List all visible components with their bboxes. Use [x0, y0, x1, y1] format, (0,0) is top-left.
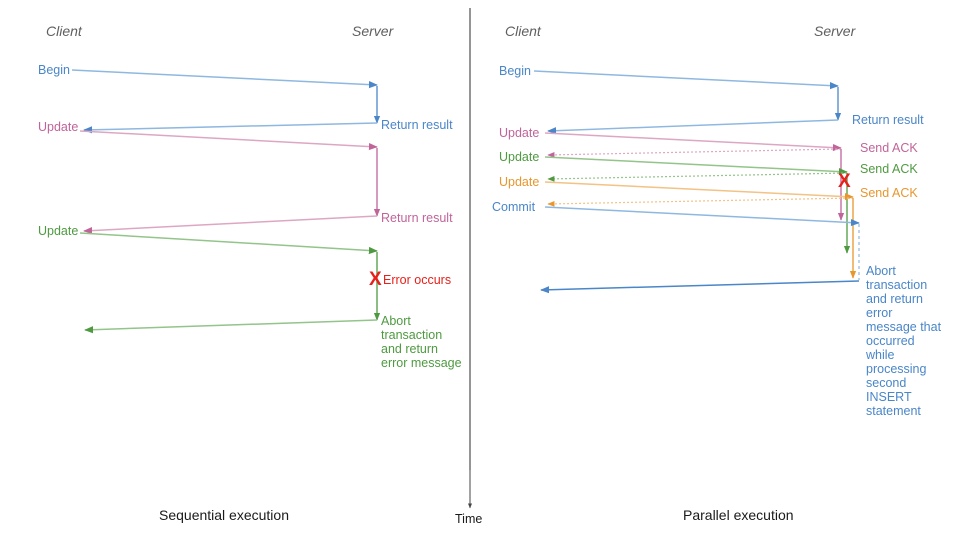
arrow-begin-request	[71, 69, 378, 89]
client-label-update-1-sequential: Update	[38, 120, 79, 134]
client-label-update-3-parallel: Update	[499, 175, 540, 189]
server-label-error-occurs-sequential: Error occurs	[383, 273, 452, 287]
client-label-update-2-parallel: Update	[499, 150, 540, 164]
server-label-send-ack-1-parallel: Send ACK	[860, 141, 918, 155]
error-x-icon-sequential: X	[369, 269, 382, 290]
arrow-update-2-request-parallel	[544, 156, 848, 176]
server-label-send-ack-3-parallel: Send ACK	[860, 186, 918, 200]
server-label-abort-parallel: Abort transaction and return error messa…	[866, 264, 942, 418]
arrow-send-ack-1-parallel	[547, 148, 842, 158]
error-x-icon-parallel: X	[838, 171, 851, 192]
server-label-return-result-parallel: Return result	[852, 113, 924, 127]
arrow-update-1-request	[79, 130, 378, 151]
server-header-parallel: Server	[814, 23, 856, 39]
client-header-parallel: Client	[505, 23, 541, 39]
arrow-return-result-1	[83, 122, 378, 134]
arrow-send-ack-2-parallel	[547, 172, 848, 182]
arrow-abort-return-left	[84, 319, 378, 334]
arrow-commit-request-parallel	[544, 206, 860, 227]
arrow-update-2-request	[79, 232, 378, 255]
server-header-sequential: Server	[352, 23, 394, 39]
server-label-return-result-1-sequential: Return result	[381, 118, 453, 132]
caption-sequential: Sequential execution	[159, 507, 289, 523]
arrow-send-ack-3-parallel	[547, 197, 854, 207]
arrow-begin-request-parallel	[533, 70, 839, 90]
client-label-update-2-sequential: Update	[38, 224, 79, 238]
client-label-begin-parallel: Begin	[499, 64, 531, 78]
server-label-send-ack-2-parallel: Send ACK	[860, 162, 918, 176]
client-label-commit-parallel: Commit	[492, 200, 536, 214]
arrow-return-result-parallel	[547, 119, 839, 135]
client-label-begin-sequential: Begin	[38, 63, 70, 77]
caption-parallel: Parallel execution	[683, 507, 794, 523]
client-label-update-1-parallel: Update	[499, 126, 540, 140]
arrow-update-3-request-parallel	[544, 181, 854, 201]
client-header-sequential: Client	[46, 23, 82, 39]
server-label-abort-sequential: Abort transaction and return error messa…	[381, 314, 462, 370]
arrow-return-result-2	[83, 215, 378, 235]
arrow-update-1-request-parallel	[544, 132, 842, 152]
arrow-abort-return-parallel	[540, 280, 860, 294]
time-axis-label: Time	[455, 512, 483, 526]
server-label-return-result-2-sequential: Return result	[381, 211, 453, 225]
